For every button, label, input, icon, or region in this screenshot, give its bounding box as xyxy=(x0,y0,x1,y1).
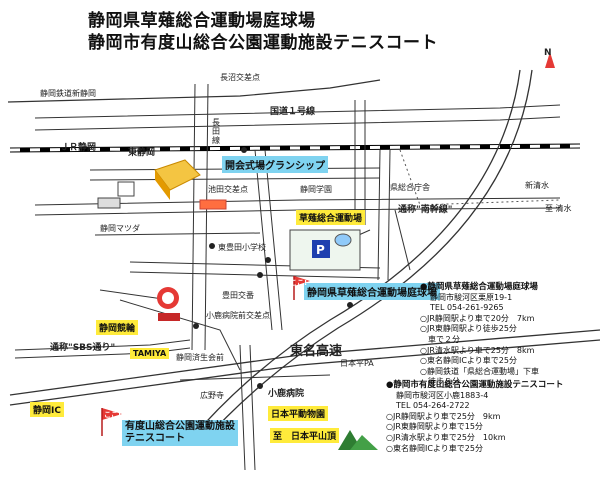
label-higashi-shizuoka: 東静岡 xyxy=(128,148,156,158)
label-rail-shizuoka: 静岡鉄道新静岡 xyxy=(40,89,96,98)
label-tomei-expressway: 東名高速 xyxy=(290,344,343,359)
info-kusanagi-line: ○JR東静岡駅より徒歩25分 xyxy=(420,324,517,334)
svg-text:P: P xyxy=(316,243,325,257)
info-kusanagi-line: ○JR清水駅より車で25分 8km xyxy=(420,345,535,355)
label-to-shimizu: 至 清水 xyxy=(545,204,572,213)
flag-label-kusanagi: ここ! xyxy=(290,279,308,287)
label-nankansen: 通称"南幹線" xyxy=(398,205,453,215)
label-nagata-cross: 長沼交差点 xyxy=(220,73,260,82)
label-nihondaira-zoo: 日本平動物園 xyxy=(268,406,329,421)
page-title-udoyama: 静岡市有度山総合公園運動施設テニスコート xyxy=(88,33,438,53)
info-kusanagi-name: ●静岡県草薙総合運動場庭球場 xyxy=(420,282,538,292)
label-nihondaira-pa: 日本平PA xyxy=(340,359,374,368)
label-shizuoka-mazda: 静岡マツダ xyxy=(100,224,140,233)
label-sbs-street: 通称"SBS通り" xyxy=(50,343,116,353)
label-higashi-toyoda-school: 東豊田小学校 xyxy=(218,243,266,252)
info-kusanagi-line: TEL 054-261-9265 xyxy=(430,303,504,313)
info-kusanagi-line: 静岡市駿河区栗原19-1 xyxy=(430,292,513,302)
info-udoyama-line: 静岡市駿河区小鹿1883-4 xyxy=(396,390,489,400)
compass-north: N xyxy=(544,48,552,58)
info-udoyama-line: ○JR東静岡駅より車で15分 xyxy=(386,422,483,432)
label-tamiya: TAMIYA xyxy=(130,348,170,359)
label-nagata-line: 長田線 xyxy=(212,118,220,145)
label-shizuoka-keirin: 静岡競輪 xyxy=(96,320,139,335)
label-shizuoka-ic: 静岡IC xyxy=(30,402,64,417)
label-hirosawa: 広野寺 xyxy=(200,391,224,400)
label-toyoda-crossing: 小鹿病院前交差点 xyxy=(206,311,270,320)
label-shinshimizu: 新清水 xyxy=(525,181,549,190)
label-route1: 国道１号線 xyxy=(270,107,316,117)
info-kusanagi-line: ○静岡鉄道「県総合運動場」下車 xyxy=(420,366,539,376)
label-to-nihondaira-summit: 至 日本平山頂 xyxy=(270,428,340,443)
info-udoyama: ●静岡市有度山総合公園運動施設テニスコート 静岡市駿河区小鹿1883-4 TEL… xyxy=(386,380,563,454)
info-udoyama-name: ●静岡市有度山総合公園運動施設テニスコート xyxy=(386,380,564,390)
page-title-kusanagi: 静岡県草薙総合運動場庭球場 xyxy=(88,11,316,31)
highlight-kusanagi-tennis: 静岡県草薙総合運動場庭球場 xyxy=(304,283,440,300)
label-kensogo: 県総合庁舎 xyxy=(390,183,430,192)
info-udoyama-line: ○東名静岡ICより車で25分 xyxy=(386,443,483,453)
highlight-udoyama: 有度山総合公園運動施設 テニスコート xyxy=(122,420,238,446)
info-kusanagi-line: 徒歩５分 xyxy=(420,377,460,387)
label-toyoda-koban: 豊田交番 xyxy=(222,291,254,300)
label-saiseikai: 静岡済生会前 xyxy=(176,353,224,362)
highlight-grandship: 開会式場グランシップ xyxy=(222,156,328,173)
info-udoyama-line: TEL 054-264-2722 xyxy=(396,401,470,411)
info-kusanagi-line: ○JR静岡駅より車で20分 7km xyxy=(420,313,535,323)
label-ikeda-cross: 池田交差点 xyxy=(208,185,248,194)
info-kusanagi-line: 車で２分 xyxy=(420,334,460,344)
label-shizuoka-gakuen: 静岡学園 xyxy=(300,185,332,194)
info-kusanagi: ●静岡県草薙総合運動場庭球場 静岡市駿河区栗原19-1 TEL 054-261-… xyxy=(420,282,539,388)
label-jr-shizuoka: ＪＲ静岡 xyxy=(60,143,97,153)
info-udoyama-line: ○JR静岡駅より車で25分 9km xyxy=(386,411,501,421)
info-udoyama-line: ○JR清水駅より車で25分 10km xyxy=(386,432,506,442)
label-oshika-hospital: 小鹿病院 xyxy=(268,389,305,399)
flag-label-udoyama: ここ! xyxy=(104,411,122,419)
info-kusanagi-line: ○東名静岡ICより車で25分 xyxy=(420,356,517,366)
highlight-kusanagi-stadium: 草薙総合運動場 xyxy=(296,210,366,225)
